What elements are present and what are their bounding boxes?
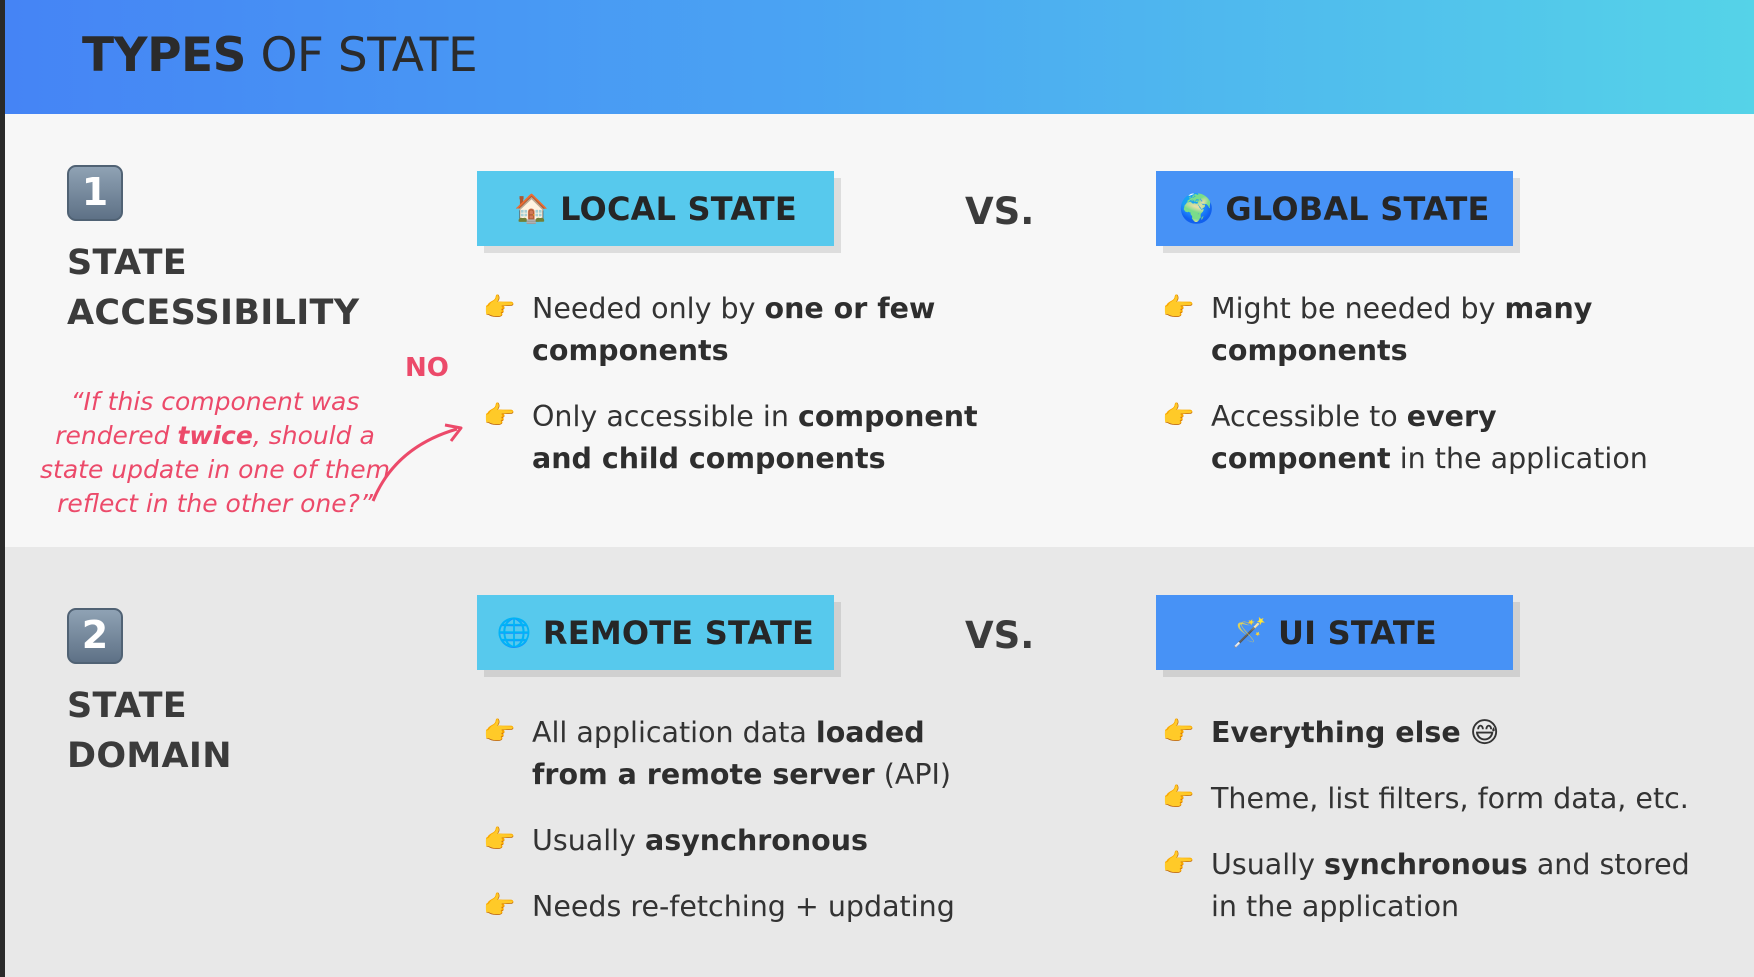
globe-icon: 🌍 xyxy=(1179,192,1215,225)
text: Usually xyxy=(532,824,645,857)
bold-text: components xyxy=(1211,334,1408,367)
pointing-hand-icon: 👉 xyxy=(1162,717,1195,747)
bold-text: synchronous xyxy=(1324,848,1528,881)
magic-wand-icon: 🪄 xyxy=(1232,616,1268,649)
remote-state-label: REMOTE STATE xyxy=(542,613,815,652)
answer-no-label: NO xyxy=(405,353,449,383)
bullet-item: 👉 Theme, list filters, form data, etc. xyxy=(1161,778,1721,820)
global-state-bullets: 👉 Might be needed by many components 👉 Acces… xyxy=(1161,288,1721,504)
bold-text: from a remote server xyxy=(532,758,875,791)
pointing-hand-icon: 👉 xyxy=(1162,401,1195,431)
text: All application data xyxy=(532,716,816,749)
bold-text: component xyxy=(797,400,978,433)
header-bar: TYPES OF STATE xyxy=(5,0,1754,114)
text: Accessible to xyxy=(1211,400,1407,433)
vs-label: VS. xyxy=(965,614,1035,657)
bullet-item: 👉 Everything else 😅 xyxy=(1161,712,1721,754)
bullet-text: All application data loaded from a remote… xyxy=(532,712,1002,796)
text: “If this component was xyxy=(70,387,360,416)
text: Usually xyxy=(1211,848,1324,881)
text: rendered xyxy=(55,421,178,450)
bold-text: asynchronous xyxy=(645,824,869,857)
text: in the application xyxy=(1390,442,1648,475)
bold-text: loaded xyxy=(815,716,925,749)
pointing-hand-icon: 👉 xyxy=(483,717,516,747)
slide: TYPES OF STATE 1 STATE ACCESSIBILITY 🏠 L… xyxy=(5,0,1754,977)
text: 😅 xyxy=(1460,716,1500,749)
bullet-text: Needed only by one or few components xyxy=(532,288,1002,372)
bullet-text: Everything else 😅 xyxy=(1211,712,1721,754)
house-icon: 🏠 xyxy=(514,192,550,225)
pointing-hand-icon: 👉 xyxy=(483,293,516,323)
vs-label: VS. xyxy=(965,190,1035,233)
bold-text: components xyxy=(532,334,729,367)
text: Needs re-fetching + updating xyxy=(532,890,955,923)
pointing-hand-icon: 👉 xyxy=(483,891,516,921)
number-badge-2: 2 xyxy=(67,608,123,664)
bullet-item: 👉 All application data loaded from a remot… xyxy=(482,712,1002,796)
bold-text: many xyxy=(1504,292,1593,325)
global-state-tag: 🌍 GLOBAL STATE xyxy=(1156,171,1513,246)
section-label-line1: STATE xyxy=(67,243,188,283)
bold-text: twice xyxy=(177,421,253,450)
text: Might be needed by xyxy=(1211,292,1505,325)
ui-state-tag: 🪄 UI STATE xyxy=(1156,595,1513,670)
local-state-bullets: 👉 Needed only by one or few components 👉 Onl… xyxy=(482,288,1002,504)
local-state-label: LOCAL STATE xyxy=(560,189,797,228)
bold-text: component xyxy=(1211,442,1391,475)
bullet-item: 👉 Might be needed by many components xyxy=(1161,288,1721,372)
ui-state-label: UI STATE xyxy=(1278,613,1437,652)
bullet-item: 👉 Needs re-fetching + updating xyxy=(482,886,1002,928)
text: Only accessible in xyxy=(532,400,798,433)
section-label-accessibility: STATE ACCESSIBILITY xyxy=(67,238,359,338)
accessibility-question-quote: “If this component was rendered twice, sh… xyxy=(35,385,395,521)
text: in the application xyxy=(1211,890,1460,923)
text: and stored xyxy=(1527,848,1690,881)
ui-state-bullets: 👉 Everything else 😅 👉 Theme, list filters, … xyxy=(1161,712,1721,952)
local-state-tag: 🏠 LOCAL STATE xyxy=(477,171,834,246)
text: Theme, list filters, form data, etc. xyxy=(1211,782,1689,815)
section-state-domain: 2 STATE DOMAIN 🌐 REMOTE STATE VS. 🪄 UI S… xyxy=(5,547,1754,977)
section-label-domain: STATE DOMAIN xyxy=(67,681,232,781)
slide-title: TYPES OF STATE xyxy=(82,28,478,83)
text: (API) xyxy=(874,758,952,791)
bullet-item: 👉 Usually synchronous and stored in the ap… xyxy=(1161,844,1721,928)
bold-text: every xyxy=(1406,400,1497,433)
bullet-item: 👉 Needed only by one or few components xyxy=(482,288,1002,372)
section-label-line1: STATE xyxy=(67,686,188,726)
remote-state-bullets: 👉 All application data loaded from a remot… xyxy=(482,712,1002,952)
pointing-hand-icon: 👉 xyxy=(483,825,516,855)
bullet-text: Theme, list filters, form data, etc. xyxy=(1211,778,1721,820)
number-badge-1: 1 xyxy=(67,165,123,221)
remote-state-tag: 🌐 REMOTE STATE xyxy=(477,595,834,670)
bullet-text: Usually synchronous and stored in the app… xyxy=(1211,844,1721,928)
bold-text: and child components xyxy=(532,442,886,475)
global-state-label: GLOBAL STATE xyxy=(1225,189,1490,228)
text: reflect in the other one?” xyxy=(57,489,373,518)
bold-text: Everything else xyxy=(1211,716,1461,749)
bullet-text: Accessible to every component in the appl… xyxy=(1211,396,1721,480)
bullet-text: Only accessible in component and child co… xyxy=(532,396,1002,480)
bullet-text: Needs re-fetching + updating xyxy=(532,886,1002,928)
pointing-hand-icon: 👉 xyxy=(1162,849,1195,879)
pointing-hand-icon: 👉 xyxy=(1162,293,1195,323)
bullet-text: Usually asynchronous xyxy=(532,820,1002,862)
bullet-item: 👉 Usually asynchronous xyxy=(482,820,1002,862)
bullet-text: Might be needed by many components xyxy=(1211,288,1721,372)
title-rest-part: OF STATE xyxy=(246,28,478,83)
text: Needed only by xyxy=(532,292,765,325)
text: state update in one of them xyxy=(40,455,390,484)
pointing-hand-icon: 👉 xyxy=(1162,783,1195,813)
curved-arrow-icon xyxy=(371,423,463,502)
section-state-accessibility: 1 STATE ACCESSIBILITY 🏠 LOCAL STATE VS. … xyxy=(5,114,1754,547)
bullet-item: 👉 Accessible to every component in the app… xyxy=(1161,396,1721,480)
text: , should a xyxy=(252,421,375,450)
section-label-line2: ACCESSIBILITY xyxy=(67,293,360,333)
bold-text: one or few xyxy=(764,292,936,325)
pointing-hand-icon: 👉 xyxy=(483,401,516,431)
bullet-item: 👉 Only accessible in component and child c… xyxy=(482,396,1002,480)
globe-with-meridians-icon: 🌐 xyxy=(496,616,532,649)
section-label-line2: DOMAIN xyxy=(67,736,232,776)
title-bold-part: TYPES xyxy=(82,28,247,83)
